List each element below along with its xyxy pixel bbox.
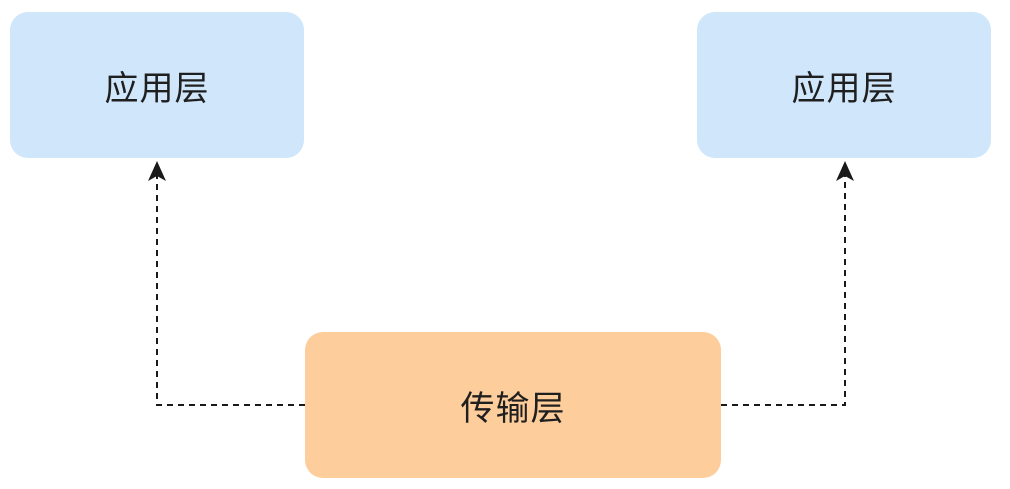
- transport-layer: 传输层: [305, 332, 721, 478]
- transport-layer-label: 传输层: [460, 388, 566, 429]
- application-layer-right: 应用层: [697, 12, 991, 158]
- arrowhead-app-right-icon: [836, 161, 854, 181]
- application-layer-left-label: 应用层: [104, 68, 210, 109]
- edge-transport-to-app-left: [156, 168, 305, 406]
- edge-transport-to-app-right: [721, 168, 846, 406]
- application-layer-right-label: 应用层: [791, 68, 897, 109]
- arrowhead-app-left-icon: [148, 161, 166, 181]
- application-layer-left: 应用层: [10, 12, 304, 158]
